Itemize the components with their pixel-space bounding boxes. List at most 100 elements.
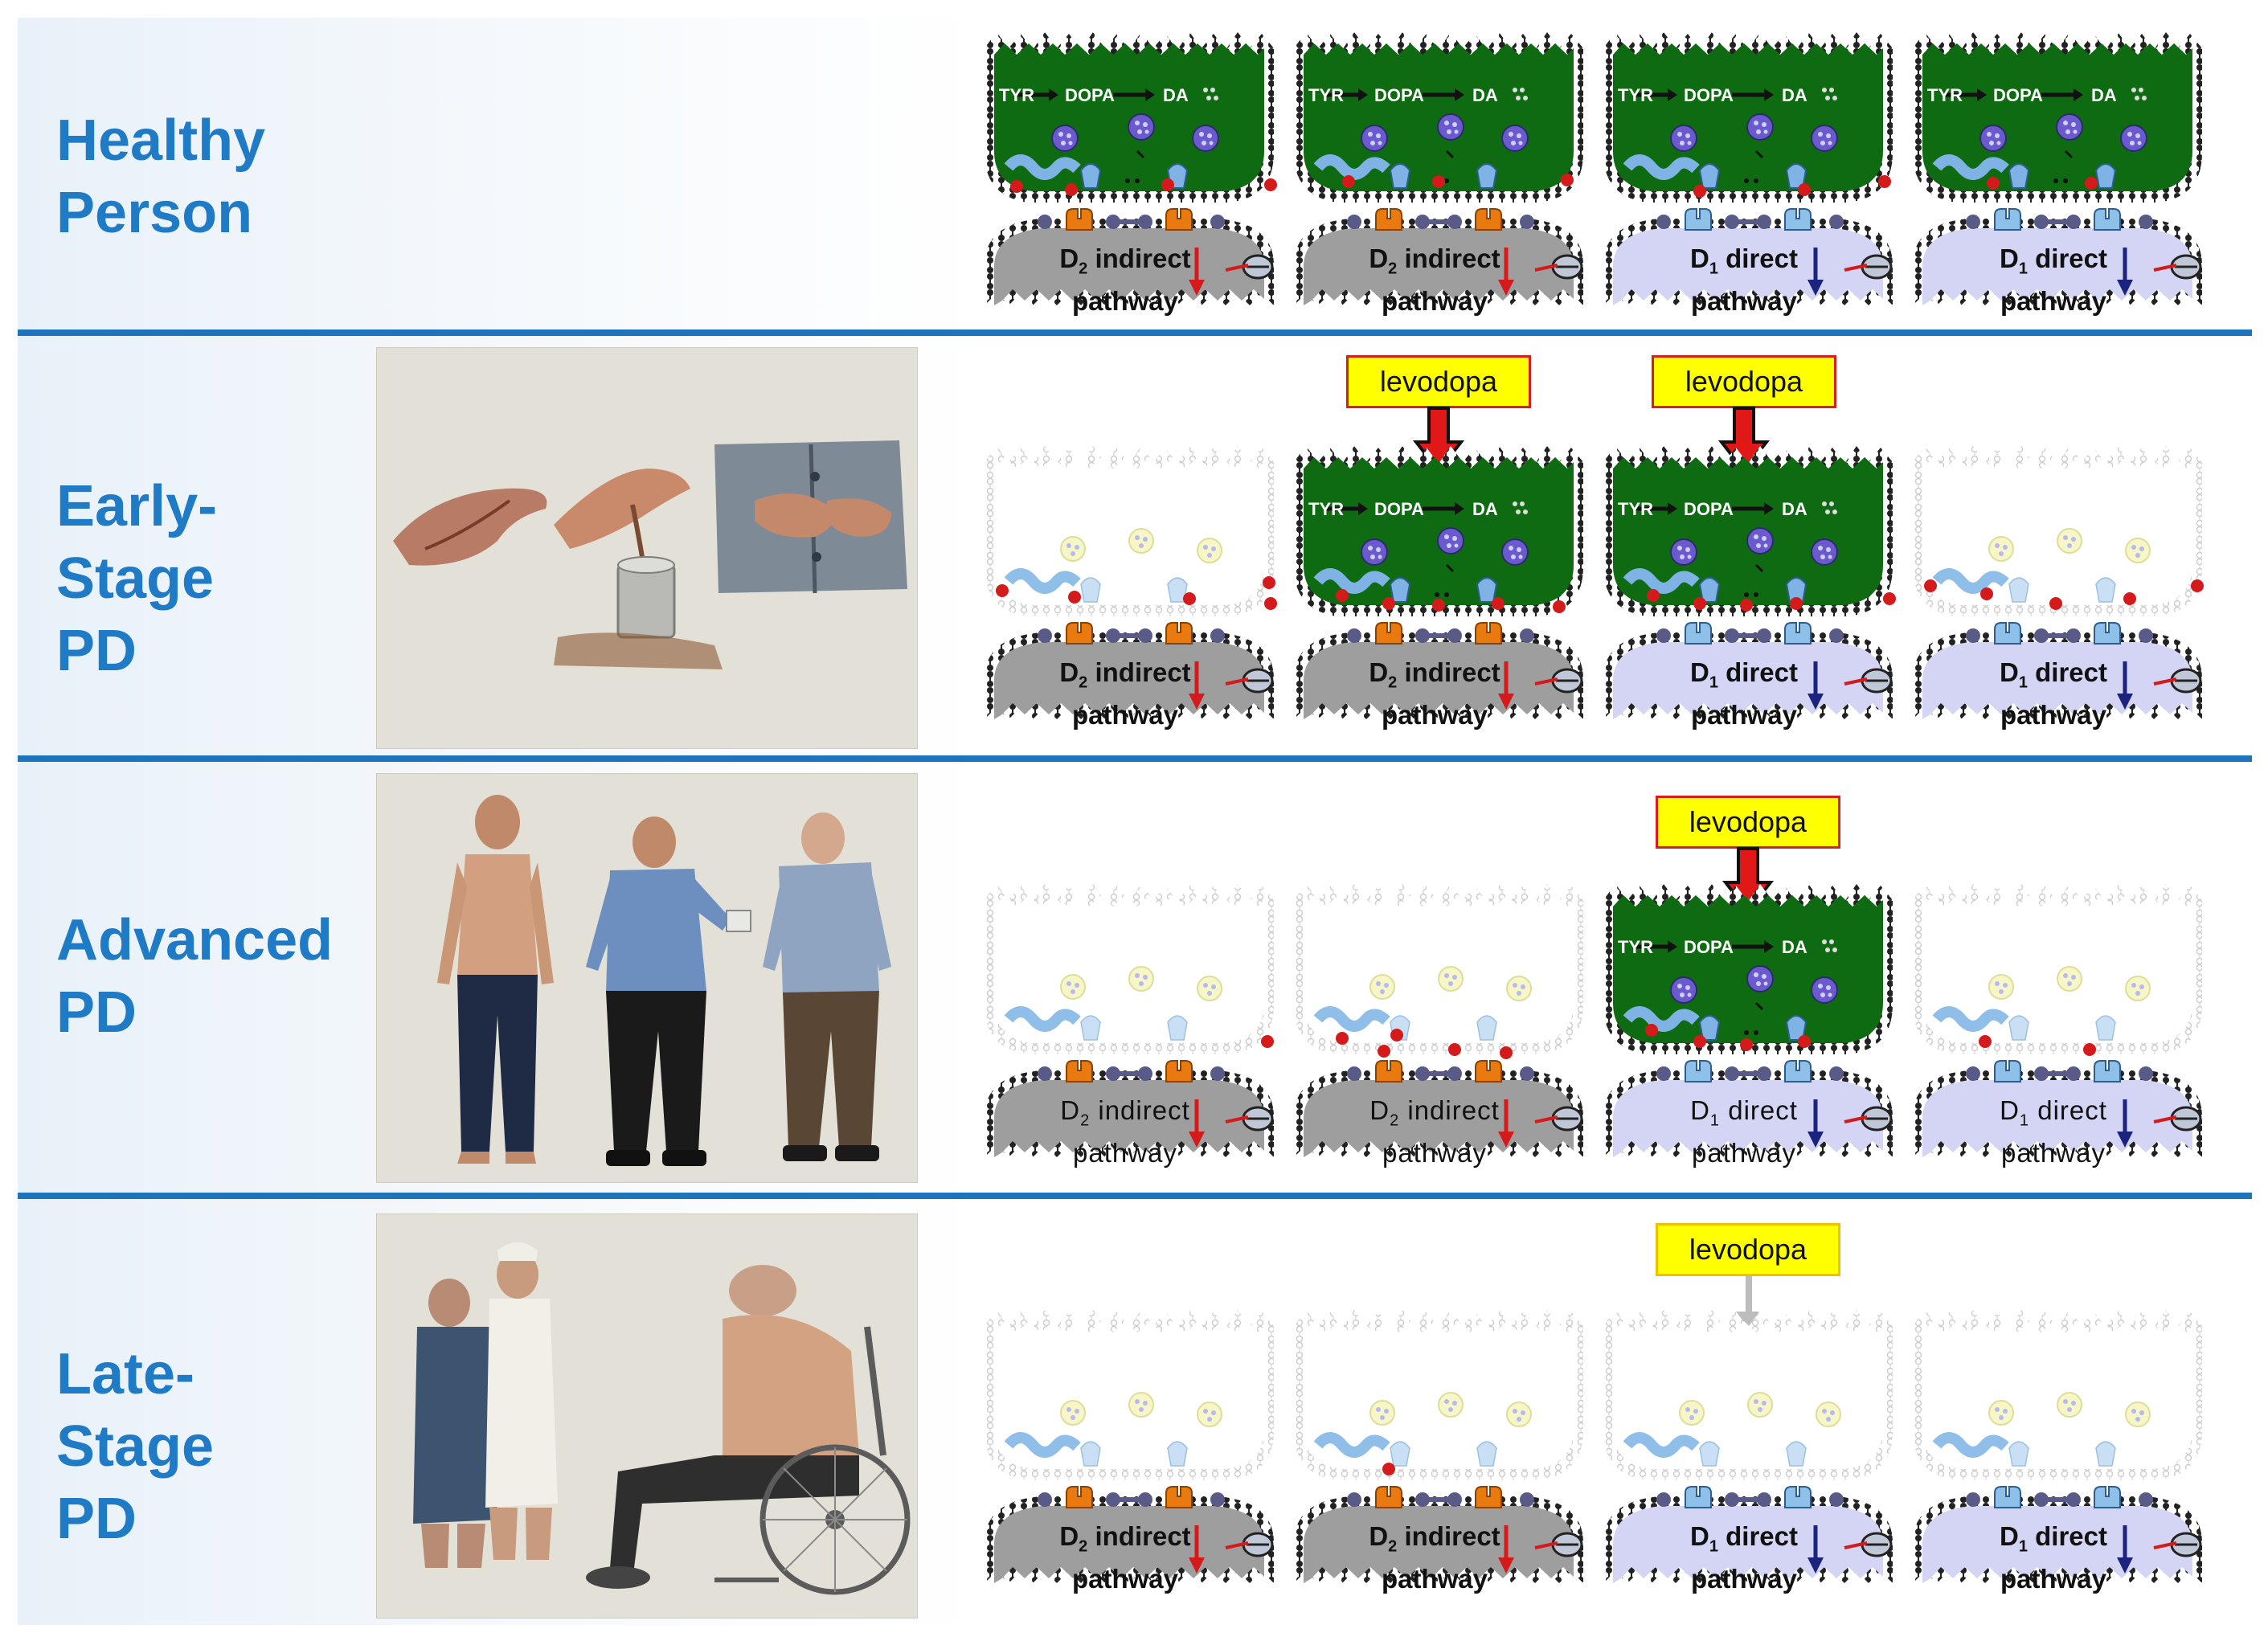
stage-label-line: PD <box>56 980 137 1045</box>
stage-label-advanced: Advanced PD <box>56 904 333 1049</box>
stage-divider <box>18 329 2252 336</box>
enzyme-tyr: TYR <box>1618 937 1653 957</box>
dopamine-dot <box>1382 1463 1395 1475</box>
illustration-advanced-stance <box>376 773 918 1183</box>
hand-resting-illustration <box>393 488 547 566</box>
enzyme-tyr: TYR <box>1308 85 1344 105</box>
dopamine-dot <box>1261 1035 1274 1048</box>
stooped-man-blue-shirt-illustration <box>586 816 751 1166</box>
levodopa-arrow-icon <box>1736 1276 1762 1329</box>
enzyme-da: DA <box>1782 85 1807 105</box>
hand-with-glass-illustration <box>554 469 723 669</box>
levodopa-label: levodopa <box>1689 1233 1807 1266</box>
standing-man-shirtless-illustration <box>437 795 554 1164</box>
stage-label-line: Healthy <box>56 108 266 173</box>
stage-label-line: Person <box>56 181 253 245</box>
enzyme-dopa: DOPA <box>1374 499 1424 519</box>
enzyme-dopa: DOPA <box>1374 85 1424 105</box>
enzyme-dopa: DOPA <box>1065 85 1115 105</box>
dopamine-dot <box>1987 177 2098 190</box>
dopamine-dot <box>1336 1029 1513 1059</box>
enzyme-dopa: DOPA <box>1684 499 1734 519</box>
stage-label-line: Early- <box>56 474 218 538</box>
enzyme-tyr: TYR <box>999 85 1034 105</box>
enzyme-tyr: TYR <box>1308 499 1344 519</box>
dopamine-dot <box>1924 579 2204 610</box>
enzyme-da: DA <box>1472 499 1498 519</box>
enzyme-da: DA <box>1782 499 1807 519</box>
stage-label-line: PD <box>56 619 137 683</box>
enzyme-tyr: TYR <box>1618 85 1653 105</box>
stage-label-line: PD <box>56 1487 137 1551</box>
enzyme-dopa: DOPA <box>1993 85 2043 105</box>
levodopa-box: levodopa <box>1656 1223 1840 1276</box>
stage-label-early: Early- Stage PD <box>56 470 217 687</box>
stage-label-late: Late- Stage PD <box>56 1338 214 1555</box>
stage-divider <box>18 1193 2252 1199</box>
enzyme-dopa: DOPA <box>1684 937 1734 957</box>
illustration-early-stage-hands <box>376 347 918 749</box>
levodopa-label: levodopa <box>1379 365 1498 398</box>
levodopa-box: levodopa <box>1656 796 1840 849</box>
dopamine-dot <box>1010 178 1277 196</box>
levodopa-box: levodopa <box>1346 355 1531 408</box>
dopamine-dot <box>1342 174 1574 188</box>
dopamine-dot <box>1647 589 1896 612</box>
levodopa-box: levodopa <box>1652 355 1836 408</box>
dopamine-dot <box>1645 1024 1811 1051</box>
stage-label-line: Stage <box>56 546 215 611</box>
nurse-assisting-woman-illustration <box>413 1242 558 1568</box>
stage-label-line: Advanced <box>56 908 334 972</box>
stooped-old-man-illustration <box>763 812 891 1161</box>
levodopa-label: levodopa <box>1685 365 1803 398</box>
enzyme-dopa: DOPA <box>1684 85 1734 105</box>
enzyme-tyr: TYR <box>1618 499 1653 519</box>
hands-buttoning-illustration <box>714 440 907 594</box>
dopamine-dot <box>1979 1035 2096 1056</box>
enzyme-tyr: TYR <box>1927 85 1963 105</box>
enzyme-da: DA <box>2091 85 2117 105</box>
dopamine-dot <box>1693 175 1891 198</box>
stage-label-line: Late- <box>56 1342 195 1406</box>
dopamine-dot <box>996 576 1277 610</box>
enzyme-da: DA <box>1472 85 1498 105</box>
dopamine-dot <box>1336 589 1566 613</box>
illustration-late-stage-assisted <box>376 1213 918 1619</box>
stage-label-healthy: Healthy Person <box>56 104 265 249</box>
levodopa-label: levodopa <box>1689 805 1807 838</box>
stage-label-line: Stage <box>56 1414 215 1479</box>
enzyme-da: DA <box>1163 85 1189 105</box>
enzyme-da: DA <box>1782 937 1807 957</box>
